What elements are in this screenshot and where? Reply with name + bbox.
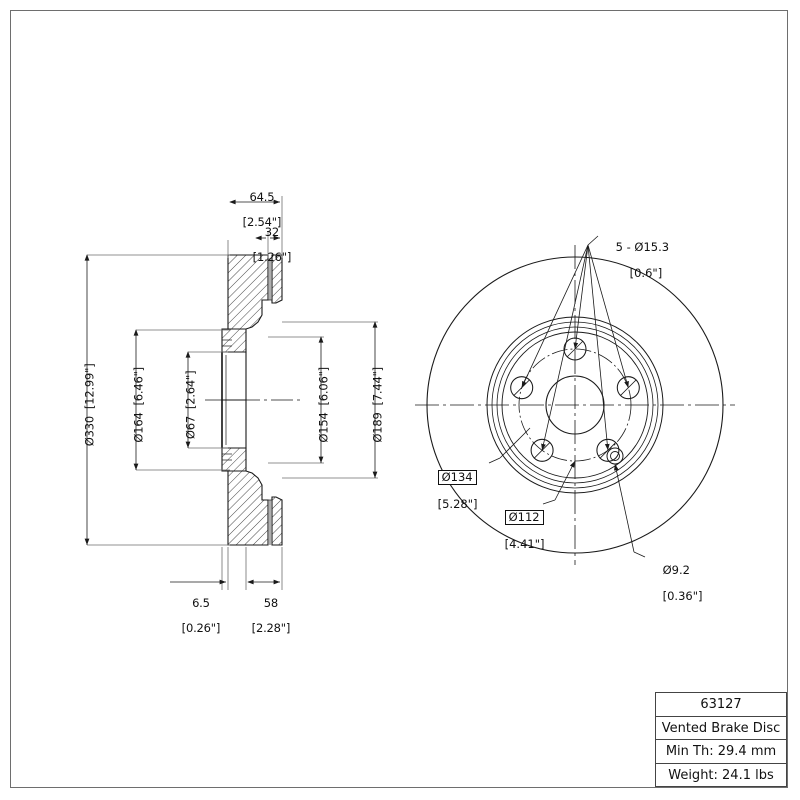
dim-vane-diameter: Ø189 [7.44"] [358, 357, 396, 467]
callout-small-hole: Ø9.2 [0.36"] [648, 551, 703, 616]
dim-hat-wall: 6.5 [0.26"] [163, 584, 225, 647]
dim-outer-diameter: Ø330 [12.99"] [70, 357, 108, 467]
dim-hat-depth-imperial: [2.28"] [251, 620, 291, 635]
title-block-part-number: 63127 [656, 693, 786, 717]
dim-vane-diameter-imperial: [7.44"] [369, 367, 384, 406]
title-block: 63127 Vented Brake Disc Min Th: 29.4 mm … [655, 692, 787, 787]
dim-hat-diameter: Ø164 [6.46"] [119, 357, 157, 467]
dim-overall-thickness-imperial: [2.54"] [242, 214, 282, 229]
dim-center-bore-metric: Ø67 [182, 415, 197, 440]
section-dimension-lines [84, 196, 378, 590]
callout-lug-holes: 5 - Ø15.3 [0.6"] [601, 228, 669, 293]
small-locating-hole [606, 447, 624, 465]
dim-center-bore-imperial: [2.64"] [182, 370, 197, 410]
dim-hat-offset: 32 [1.26"] [228, 213, 302, 276]
callout-pilot-circle-imperial: [5.28"] [437, 497, 478, 511]
dim-hat-depth: 58 [2.28"] [233, 584, 295, 647]
dim-hat-diameter-imperial: [6.46"] [130, 367, 145, 406]
callout-pilot-circle: Ø134 [5.28"] [423, 457, 478, 524]
callout-small-hole-imperial: [0.36"] [662, 589, 703, 603]
dim-hat-wall-metric: 6.5 [192, 595, 210, 610]
callout-lug-holes-imperial: [0.6"] [629, 266, 663, 280]
section-view-geometry [205, 254, 300, 546]
dim-outer-diameter-metric: Ø330 [81, 416, 96, 447]
callout-lug-holes-metric: 5 - Ø15.3 [615, 240, 670, 254]
dim-hat-diameter-metric: Ø164 [130, 412, 145, 443]
dim-hat-offset-imperial: [1.26"] [252, 249, 292, 264]
dim-overall-thickness-metric: 64.5 [249, 189, 275, 204]
callout-bolt-circle-imperial: [4.41"] [504, 537, 545, 551]
dim-overall-thickness: 64.5 [2.54"] [218, 178, 292, 241]
dim-vane-diameter-metric: Ø189 [369, 412, 384, 443]
sheet-border [10, 10, 788, 788]
dim-hat-offset-metric: 32 [264, 224, 280, 239]
title-block-min-thickness: Min Th: 29.4 mm [656, 740, 786, 764]
dim-inner-pad-diameter: Ø154 [6.06"] [304, 357, 342, 467]
title-block-weight: Weight: 24.1 lbs [656, 764, 786, 787]
callout-pilot-circle-metric: Ø134 [437, 470, 477, 485]
dim-hat-depth-metric: 58 [263, 595, 279, 610]
callout-bolt-circle-metric: Ø112 [504, 510, 544, 525]
dim-inner-pad-diameter-imperial: [6.06"] [315, 367, 330, 406]
dim-outer-diameter-imperial: [12.99"] [81, 363, 96, 410]
callout-bolt-circle: Ø112 [4.41"] [490, 497, 545, 564]
dim-hat-wall-imperial: [0.26"] [181, 620, 221, 635]
callout-small-hole-metric: Ø9.2 [662, 563, 690, 577]
front-view-leaders [488, 235, 646, 558]
dim-inner-pad-diameter-metric: Ø154 [315, 412, 330, 443]
title-block-description: Vented Brake Disc [656, 717, 786, 740]
dim-center-bore: Ø67 [2.64"] [171, 357, 209, 467]
